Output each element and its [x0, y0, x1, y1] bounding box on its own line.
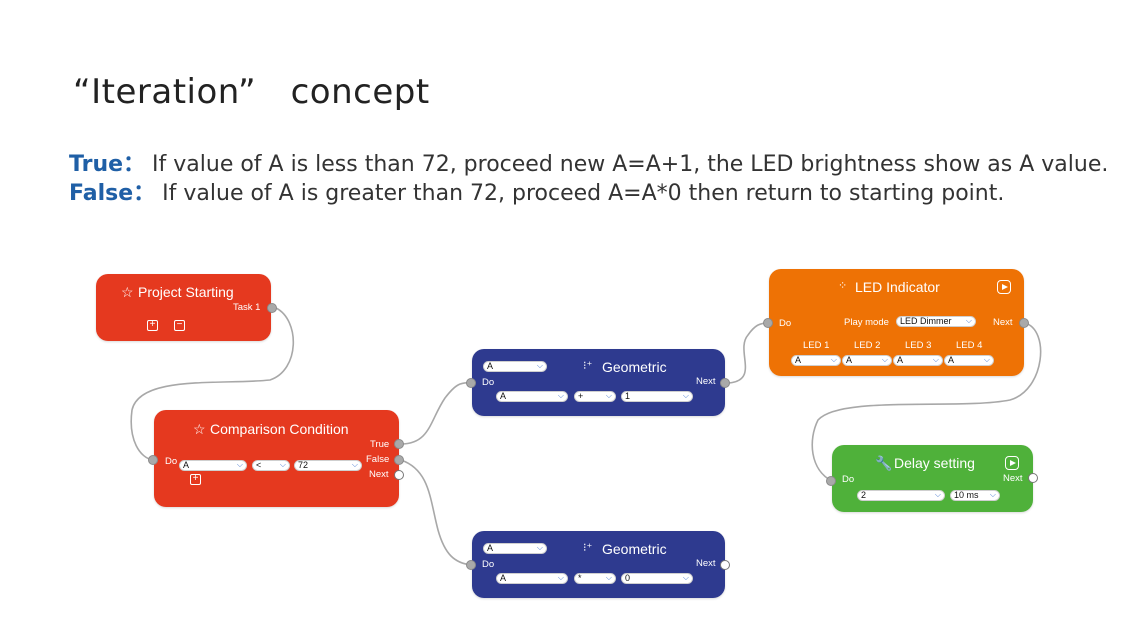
- block-title: Delay setting: [894, 455, 975, 471]
- next-label: Next: [993, 317, 1013, 328]
- false-output-port[interactable]: [394, 455, 404, 465]
- geometric-false-do-port[interactable]: [466, 560, 476, 570]
- true-description: True： If value of A is less than 72, pro…: [69, 146, 1108, 178]
- project-starting-block[interactable]: ☆ Project Starting Task 1 + −: [96, 274, 271, 341]
- do-label: Do: [482, 559, 495, 570]
- comparison-condition-block[interactable]: ☆ Comparison Condition Do A⌵ <⌵ 72⌵ True…: [154, 410, 399, 507]
- operand-b-input[interactable]: 1⌵: [621, 391, 693, 402]
- delay-value-input[interactable]: 2⌵: [857, 490, 945, 501]
- star-icon: ☆: [121, 284, 134, 300]
- star-icon: ☆: [193, 421, 206, 437]
- next-label: Next: [1003, 473, 1023, 484]
- block-title: Geometric: [602, 359, 667, 375]
- next-label: Next: [696, 558, 716, 569]
- comparison-do-port[interactable]: [148, 455, 158, 465]
- operator-select[interactable]: +⌵: [574, 391, 616, 402]
- variable-select[interactable]: A⌵: [483, 543, 547, 554]
- delay-setting-block[interactable]: 🔧 Delay setting Do Next 2⌵ 10 ms⌵: [832, 445, 1033, 512]
- geometric-icon: ⁝⁺: [583, 360, 593, 372]
- page-title: “Iteration” concept: [73, 72, 430, 112]
- block-title: Project Starting: [138, 284, 234, 300]
- play-mode-label: Play mode: [844, 317, 889, 328]
- do-label: Do: [779, 318, 792, 329]
- false-description: False： If value of A is greater than 72,…: [69, 175, 1004, 207]
- wire-led-to-delay: [811, 322, 1042, 482]
- delay-unit-select[interactable]: 10 ms⌵: [950, 490, 1000, 501]
- play-mode-select[interactable]: LED Dimmer⌵: [896, 316, 976, 327]
- wrench-icon: 🔧: [875, 455, 893, 471]
- led-2-label: LED 2: [854, 340, 881, 351]
- geometric-true-block[interactable]: A⌵ ⁝⁺ Geometric Do Next A⌵ +⌵ 1⌵: [472, 349, 725, 416]
- operand-a-select[interactable]: A⌵: [179, 460, 247, 471]
- led-icon: ⁘: [838, 280, 848, 292]
- led-indicator-block[interactable]: ⁘ LED Indicator Do Play mode LED Dimmer⌵…: [769, 269, 1024, 376]
- block-title: LED Indicator: [855, 279, 940, 295]
- true-output-port[interactable]: [394, 439, 404, 449]
- play-icon[interactable]: [997, 280, 1011, 294]
- geometric-false-block[interactable]: A⌵ ⁝⁺ Geometric Do Next A⌵ *⌵ 0⌵: [472, 531, 725, 598]
- wire-false-to-geometric: [400, 459, 472, 566]
- block-title: Comparison Condition: [210, 421, 349, 437]
- play-icon[interactable]: [1005, 456, 1019, 470]
- delay-do-port[interactable]: [826, 476, 836, 486]
- delay-next-port[interactable]: [1028, 473, 1038, 483]
- geometric-true-next-port[interactable]: [720, 378, 730, 388]
- plus-icon[interactable]: +: [147, 320, 158, 331]
- do-label: Do: [165, 456, 178, 467]
- geometric-icon: ⁝⁺: [583, 542, 593, 554]
- led-next-port[interactable]: [1019, 318, 1029, 328]
- true-output-label: True: [370, 439, 390, 450]
- geometric-false-next-port[interactable]: [720, 560, 730, 570]
- operand-a-select[interactable]: A⌵: [496, 573, 568, 584]
- operand-b-input[interactable]: 0⌵: [621, 573, 693, 584]
- led-3-label: LED 3: [905, 340, 932, 351]
- next-output-port[interactable]: [394, 470, 404, 480]
- variable-select[interactable]: A⌵: [483, 361, 547, 372]
- minus-icon[interactable]: −: [174, 320, 185, 331]
- operator-select[interactable]: <⌵: [252, 460, 290, 471]
- led-1-select[interactable]: A⌵: [791, 355, 841, 366]
- do-label: Do: [482, 377, 495, 388]
- task-label: Task 1: [233, 302, 261, 313]
- false-key: False：: [69, 181, 156, 206]
- task-output-port[interactable]: [267, 303, 277, 313]
- true-key: True：: [69, 152, 146, 177]
- next-label: Next: [696, 376, 716, 387]
- led-4-label: LED 4: [956, 340, 983, 351]
- next-output-label: Next: [369, 469, 389, 480]
- block-title: Geometric: [602, 541, 667, 557]
- operand-b-input[interactable]: 72⌵: [294, 460, 362, 471]
- led-2-select[interactable]: A⌵: [842, 355, 892, 366]
- operator-select[interactable]: *⌵: [574, 573, 616, 584]
- geometric-true-do-port[interactable]: [466, 378, 476, 388]
- led-1-label: LED 1: [803, 340, 830, 351]
- do-label: Do: [842, 474, 855, 485]
- true-text: If value of A is less than 72, proceed n…: [152, 152, 1109, 177]
- led-3-select[interactable]: A⌵: [893, 355, 943, 366]
- false-output-label: False: [366, 454, 390, 465]
- wire-true-to-geometric: [400, 382, 472, 445]
- wire-geometric-to-led: [728, 322, 769, 384]
- operand-a-select[interactable]: A⌵: [496, 391, 568, 402]
- wire-start-to-comparison: [130, 307, 295, 461]
- false-text: If value of A is greater than 72, procee…: [162, 181, 1005, 206]
- led-do-port[interactable]: [763, 318, 773, 328]
- plus-icon[interactable]: +: [190, 474, 201, 485]
- led-4-select[interactable]: A⌵: [944, 355, 994, 366]
